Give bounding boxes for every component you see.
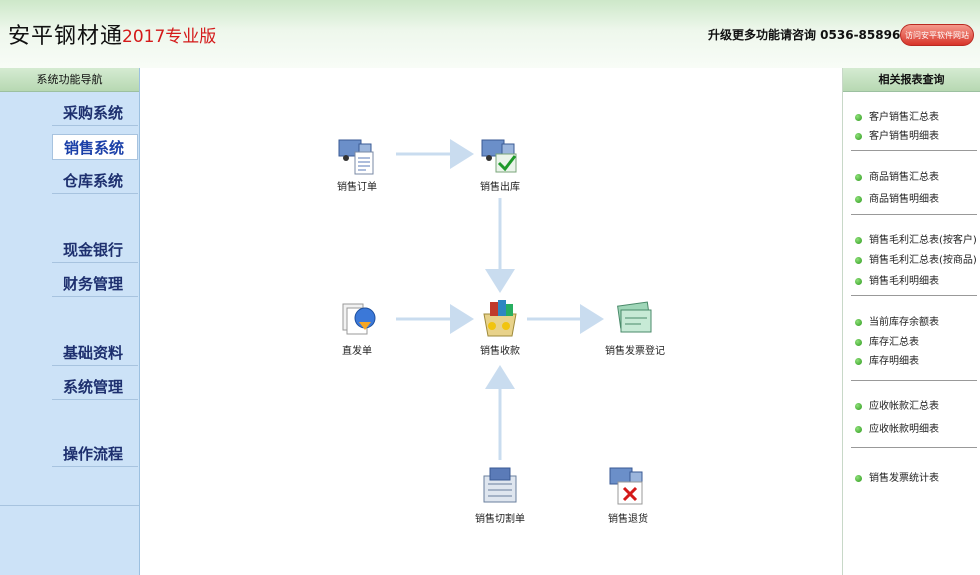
report-label: 销售毛利明细表	[869, 276, 939, 287]
nav-item-warehouse[interactable]: 仓库系统	[52, 168, 138, 194]
report-label: 客户销售明细表	[869, 131, 939, 142]
report-panel-title: 相关报表查询	[843, 68, 980, 92]
report-label: 应收帐款汇总表	[869, 401, 939, 412]
node-label: 销售订单	[337, 182, 377, 193]
report-link[interactable]: 销售毛利明细表	[855, 272, 939, 287]
bullet-icon	[855, 318, 862, 326]
node-label: 销售发票登记	[605, 346, 665, 357]
report-label: 销售毛利汇总表(按商品)	[869, 255, 977, 266]
group-divider	[851, 447, 977, 448]
report-label: 客户销售汇总表	[869, 112, 939, 123]
cutting-order-icon	[483, 467, 517, 503]
bullet-icon	[855, 425, 862, 433]
report-link[interactable]: 应收帐款汇总表	[855, 397, 939, 412]
group-divider	[851, 150, 977, 151]
sales-flow-area: 销售订单 销售出库 直发单	[141, 68, 842, 575]
bullet-icon	[855, 474, 862, 482]
report-label: 库存明细表	[869, 356, 919, 367]
bullet-icon	[855, 132, 862, 140]
flow-node-direct-ship[interactable]: 直发单	[322, 298, 392, 357]
visit-website-button[interactable]: 访问安平软件网站	[900, 24, 974, 46]
bullet-icon	[855, 338, 862, 346]
nav-item-purchase[interactable]: 采购系统	[52, 100, 138, 126]
node-label: 销售切割单	[475, 514, 525, 525]
report-label: 当前库存余额表	[869, 317, 939, 328]
left-nav-title: 系统功能导航	[0, 68, 139, 92]
bullet-icon	[855, 173, 862, 181]
report-link[interactable]: 商品销售明细表	[855, 190, 939, 205]
app-version: 2017专业版	[122, 27, 217, 47]
bullet-icon	[855, 113, 862, 121]
report-panel: 相关报表查询 客户销售汇总表 客户销售明细表 商品销售汇总表 商品销售明细表 销…	[842, 68, 980, 575]
upgrade-hotline: 升级更多功能请咨询 0536-8589685	[708, 28, 918, 42]
bullet-icon	[855, 195, 862, 203]
flow-node-sales-order[interactable]: 销售订单	[322, 134, 392, 193]
sales-outbound-icon	[481, 139, 517, 173]
report-label: 应收帐款明细表	[869, 424, 939, 435]
nav-item-workflow[interactable]: 操作流程	[52, 441, 138, 467]
report-link[interactable]: 销售发票统计表	[855, 469, 939, 484]
report-link[interactable]: 应收帐款明细表	[855, 420, 939, 435]
report-link[interactable]: 销售毛利汇总表(按客户)	[855, 231, 977, 246]
nav-item-cash-bank[interactable]: 现金银行	[52, 237, 138, 263]
report-label: 商品销售明细表	[869, 194, 939, 205]
flow-node-sales-receipt[interactable]: 销售收款	[465, 296, 535, 357]
node-label: 销售出库	[480, 182, 520, 193]
node-label: 直发单	[342, 346, 372, 357]
group-divider	[851, 295, 977, 296]
report-link[interactable]: 销售毛利汇总表(按商品)	[855, 251, 977, 266]
header-bar: 安平钢材通 2017专业版 升级更多功能请咨询 0536-8589685 访问安…	[0, 0, 980, 68]
report-link[interactable]: 当前库存余额表	[855, 313, 939, 328]
left-nav: 系统功能导航 采购系统 销售系统 仓库系统 现金银行 财务管理 基础资料 系统管…	[0, 68, 140, 575]
report-label: 库存汇总表	[869, 337, 919, 348]
nav-divider	[0, 505, 139, 506]
report-link[interactable]: 客户销售明细表	[855, 127, 939, 142]
bullet-icon	[855, 277, 862, 285]
flow-node-sales-return[interactable]: 销售退货	[593, 464, 663, 525]
report-link[interactable]: 商品销售汇总表	[855, 168, 939, 183]
app-title: 安平钢材通	[8, 24, 124, 49]
bullet-icon	[855, 256, 862, 264]
report-label: 商品销售汇总表	[869, 172, 939, 183]
bullet-icon	[855, 236, 862, 244]
sales-order-icon	[338, 139, 374, 175]
report-label: 销售毛利汇总表(按客户)	[869, 235, 977, 246]
group-divider	[851, 214, 977, 215]
report-link[interactable]: 库存明细表	[855, 352, 919, 367]
nav-item-finance[interactable]: 财务管理	[52, 271, 138, 297]
sales-receipt-icon	[483, 300, 517, 337]
flow-node-sales-outbound[interactable]: 销售出库	[465, 134, 535, 193]
report-link[interactable]: 客户销售汇总表	[855, 108, 939, 123]
flow-node-cutting-order[interactable]: 销售切割单	[465, 464, 535, 525]
node-label: 销售退货	[608, 514, 648, 525]
group-divider	[851, 380, 977, 381]
direct-ship-icon	[342, 303, 376, 335]
node-label: 销售收款	[480, 346, 520, 357]
nav-item-sales[interactable]: 销售系统	[52, 134, 138, 160]
bullet-icon	[855, 357, 862, 365]
nav-item-system[interactable]: 系统管理	[52, 374, 138, 400]
flow-node-invoice-register[interactable]: 销售发票登记	[593, 296, 677, 357]
invoice-register-icon	[617, 301, 652, 333]
sales-return-icon	[609, 467, 643, 505]
report-link[interactable]: 库存汇总表	[855, 333, 919, 348]
report-label: 销售发票统计表	[869, 473, 939, 484]
nav-item-basic-data[interactable]: 基础资料	[52, 340, 138, 366]
bullet-icon	[855, 402, 862, 410]
flow-arrows	[396, 139, 604, 460]
